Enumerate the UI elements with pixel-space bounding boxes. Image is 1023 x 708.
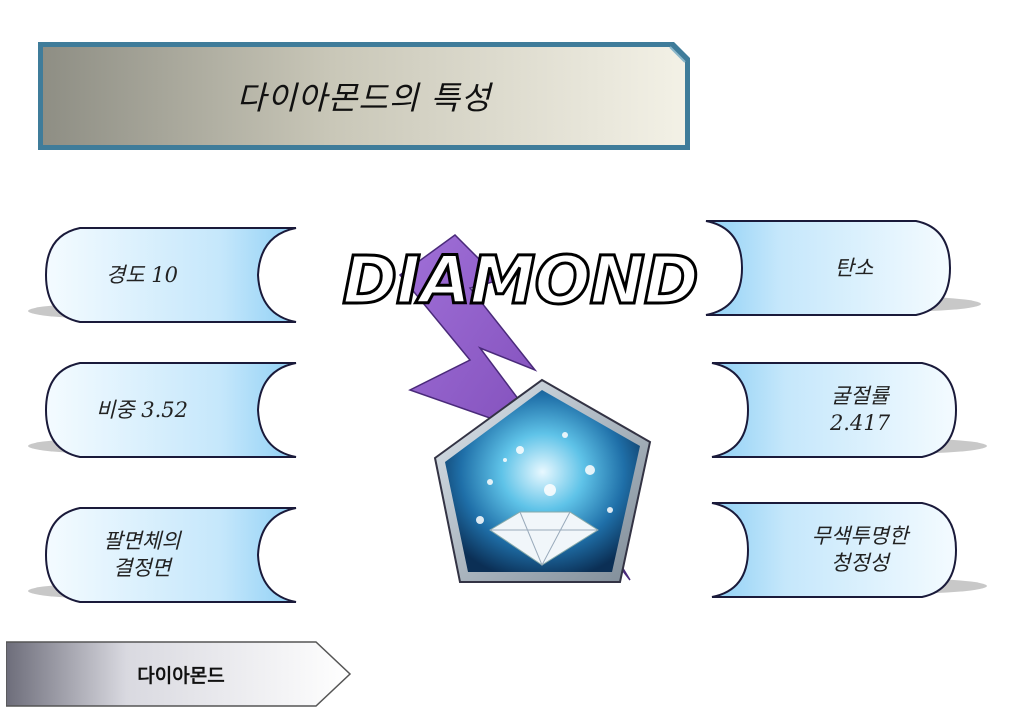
page-title: 다이아몬드의 특성: [236, 79, 492, 117]
property-label: 굴절률 2.417: [829, 384, 891, 435]
title-banner-shape: [38, 42, 690, 150]
nav-label: 다이아몬드: [137, 664, 225, 687]
pill-shape: [705, 220, 981, 316]
property-label: 무색투명한 청정성: [811, 524, 909, 575]
property-clarity: 무색투명한 청정성: [711, 500, 987, 600]
property-label: 탄소: [834, 255, 874, 280]
property-hardness: 경도 10: [28, 225, 297, 325]
pill-shape: [28, 362, 297, 458]
pill-shape: [711, 362, 987, 458]
diamond-stone-icon: [489, 511, 599, 567]
property-carbon: 탄소: [705, 218, 981, 318]
property-label: 비중 3.52: [95, 397, 189, 422]
pill-shape: [711, 502, 987, 598]
pill-shape: [28, 507, 297, 603]
property-density: 비중 3.52: [28, 360, 297, 460]
nav-arrow-shape: [6, 641, 352, 707]
pill-shape: [28, 227, 297, 323]
diamond-wordart: DIAMOND: [341, 241, 700, 321]
nav-arrow-diamond[interactable]: 다이아몬드: [6, 640, 352, 708]
property-label: 팔면체의 결정면: [103, 529, 181, 580]
diamond-graphic: DIAMOND: [320, 220, 720, 600]
property-label: 경도 10: [105, 262, 179, 287]
property-refraction: 굴절률 2.417: [711, 360, 987, 460]
title-banner: 다이아몬드의 특성: [38, 42, 690, 150]
gem-illustration: [398, 234, 652, 583]
property-crystal-face: 팔면체의 결정면: [28, 505, 297, 605]
